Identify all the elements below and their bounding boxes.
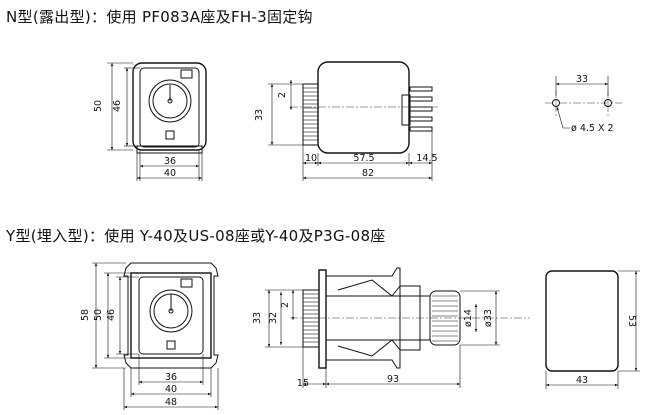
y-side-dim-2: 2 [280, 302, 291, 308]
n-dial-face [152, 83, 188, 119]
y-cutout-dim-53: 53 [626, 315, 637, 327]
n-front-tab [180, 69, 193, 79]
n-mounting-hole-left [552, 99, 560, 107]
n-front-outer-housing [132, 62, 207, 151]
n-front-inner-frame [139, 67, 200, 148]
y-dial-hub [168, 308, 174, 314]
n-hole-note: ø 4.5 X 2 [571, 123, 614, 134]
y-side-view: 33 32 2 ø14 ø33 15 93 [252, 267, 530, 389]
n-side-pins [409, 86, 433, 132]
y-side-dim-dia33: ø33 [483, 309, 494, 327]
y-side-knob [302, 289, 320, 348]
n-side-dim-10: 10 [305, 153, 317, 164]
y-dim-48: 48 [165, 397, 177, 408]
n-mounting-holes: 33 ø 4.5 X 2 [545, 74, 622, 134]
y-side-bezel [318, 269, 327, 369]
n-dim-50: 50 [93, 100, 104, 112]
n-side-dim-14-5: 14.5 [416, 153, 437, 164]
y-type-heading: Y型(埋入型)：使用 Y-40及US-08座或Y-40及P3G-08座 [6, 227, 386, 245]
n-side-body [317, 61, 410, 154]
y-side-dim-32: 32 [268, 312, 279, 324]
y-side-dim-dia14: ø14 [463, 309, 474, 327]
y-front-inner-frame [138, 276, 204, 355]
y-front-view: 58 50 46 36 40 48 [80, 262, 219, 410]
y-front-indicator [166, 340, 176, 350]
n-dim-40: 40 [164, 168, 176, 179]
n-side-dim-2: 2 [277, 92, 288, 98]
n-side-dim-33: 33 [254, 109, 265, 121]
y-side-bracket-bottom [325, 339, 401, 369]
y-side-dim-33: 33 [252, 312, 263, 324]
n-front-view: 50 46 36 40 [93, 62, 207, 181]
y-side-bracket-top [325, 267, 401, 297]
n-mounting-hole-right [604, 99, 612, 107]
n-front-indicator [165, 130, 175, 140]
n-side-dim-82: 82 [362, 168, 374, 179]
n-front-base [136, 145, 203, 154]
y-side-dim-15: 15 [297, 378, 309, 389]
y-dial-ring [149, 289, 193, 333]
n-hole-dim-33: 33 [576, 74, 588, 85]
y-side-clip-bottom [337, 339, 393, 357]
y-dim-40: 40 [165, 384, 177, 395]
y-side-clip-top [337, 279, 393, 297]
y-cutout-dim-43: 43 [576, 375, 588, 386]
n-dim-46: 46 [112, 100, 123, 112]
y-dim-46: 46 [106, 309, 117, 321]
y-dim-50: 50 [93, 309, 104, 321]
n-dim-36: 36 [164, 156, 176, 167]
y-front-panel [130, 272, 212, 359]
n-hole-leader [556, 106, 570, 129]
y-dim-36: 36 [165, 372, 177, 383]
y-front-tab [180, 278, 193, 288]
n-side-view: 33 2 10 57.5 14.5 82 [254, 61, 440, 181]
n-type-heading: N型(露出型)：使用 PF083A座及FH-3固定钩 [6, 8, 313, 26]
n-dial-hub [167, 98, 173, 104]
n-side-dim-57-5: 57.5 [353, 153, 374, 164]
y-dim-58: 58 [80, 309, 91, 321]
y-side-dim-93: 93 [387, 374, 399, 385]
y-cutout-outline [545, 270, 619, 372]
n-dial-ring [148, 79, 192, 123]
y-panel-cutout: 53 43 [545, 270, 640, 389]
y-front-bezel [123, 262, 219, 369]
